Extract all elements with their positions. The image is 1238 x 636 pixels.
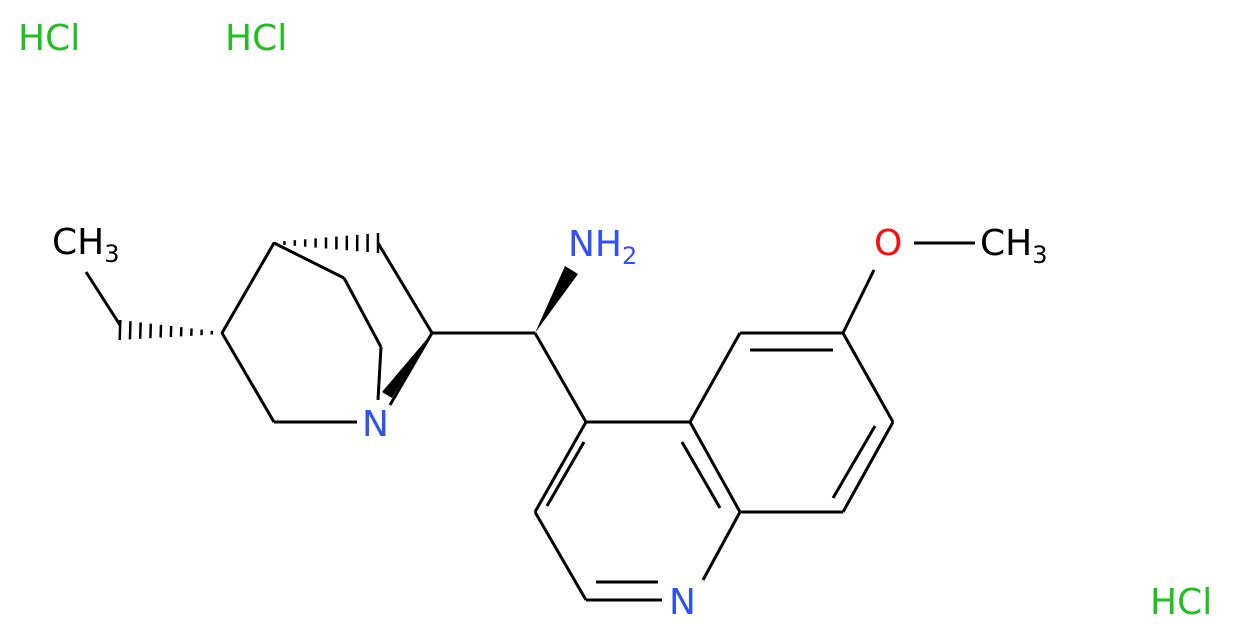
bond-c7-c8 [376,242,434,334]
bond-c6-n [376,346,383,401]
bond-qc4-qc3-inner [545,441,586,507]
hcl-label-2: HCl [225,18,287,59]
hash-stroke [118,319,122,341]
bond-qc8a-qc4a [688,421,742,513]
bond-n-c8 [388,332,434,406]
bond-hashed-ethyl [118,319,224,341]
methyl-label-left: CH3 [52,222,120,268]
bond-wedge-c9-nh2 [535,266,578,333]
bond-qc6-qc7 [841,332,895,423]
bond-c3-c4top [220,242,276,334]
bond-qc3-qc2 [533,511,588,601]
methoxy-oxygen-label: O [874,223,902,264]
bond-qc4a-qc5 [688,332,742,423]
bond-qc7-qc8 [841,421,895,513]
hcl-label-1: HCl [18,18,80,59]
bond-c9-qc4 [533,332,588,423]
quinoline-nitrogen-label: N [669,582,696,623]
bond-c5-c6 [342,277,383,348]
hash-stroke [128,321,132,340]
bond-wedge-c8-n [382,333,432,398]
bond-c3-c2 [220,332,276,423]
bond-hashed-top [272,233,380,253]
amine-label: NH2 [568,224,637,270]
bond-n-qc8a [701,511,742,581]
bond-qc7-qc8-inner [831,425,877,499]
methyl-label-right: CH3 [980,223,1048,269]
bond-c4top-c5 [273,241,345,280]
bond-qc8a-qc4a-inner [680,441,722,509]
bond-ch3-ch2 [84,271,122,326]
bond-qc4-qc3 [533,421,588,513]
quinuclidine-nitrogen-label: N [362,404,389,445]
bond-qc6-o [841,269,876,334]
hcl-label-3: HCl [1150,582,1212,623]
